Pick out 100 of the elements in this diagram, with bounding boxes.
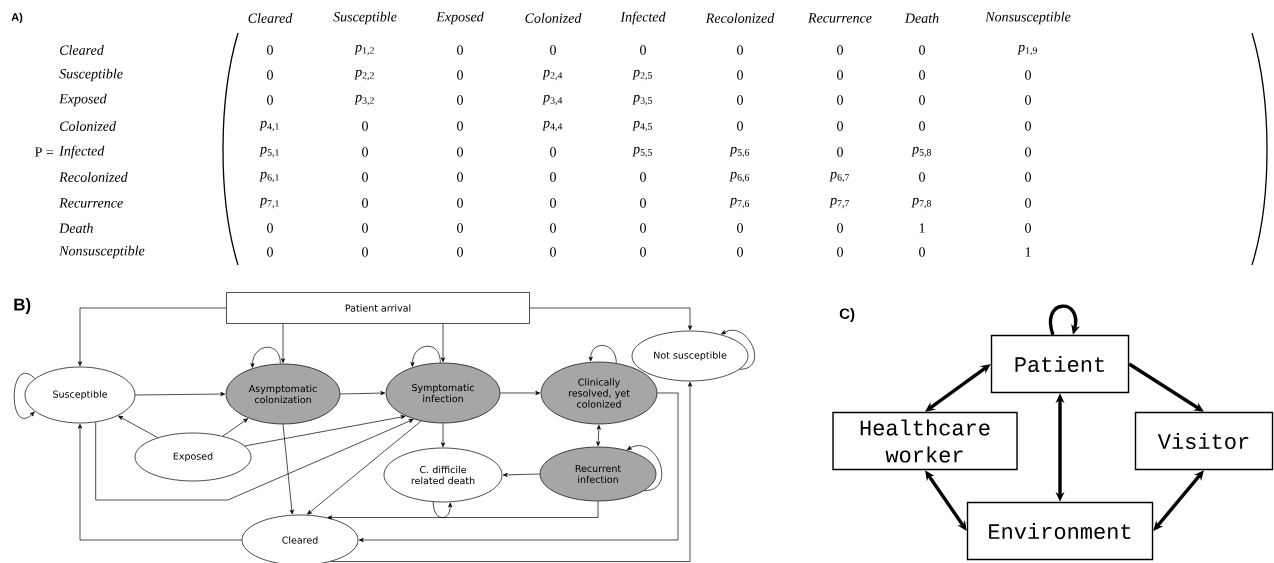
arrow: [95, 419, 414, 501]
entity-box: Environment: [966, 501, 1154, 561]
column-header: Death: [904, 13, 939, 23]
arrow: [330, 381, 693, 562]
column-header: Infected: [620, 11, 666, 25]
matrix-entry: 0: [1025, 95, 1031, 105]
row-header: Exposed: [59, 93, 107, 107]
matrix-entry: p$_{2,5}$: [632, 69, 652, 81]
loop-arrow: [1048, 304, 1081, 336]
loop-arrow: [588, 345, 617, 364]
matrix-entry: 0: [640, 223, 646, 233]
matrix-entry: 0: [550, 198, 556, 208]
matrix-name: P =: [35, 147, 54, 157]
arrow: [1128, 362, 1204, 412]
matrix-entry: 1: [919, 223, 925, 233]
matrix-entry: 0: [457, 247, 463, 257]
matrix-entry: 1: [1025, 247, 1031, 257]
matrix-entry: 0: [640, 247, 646, 257]
arrow: [77, 423, 242, 541]
matrix-entry: 0: [457, 172, 463, 182]
matrix-entry: p$_{7,7}$: [829, 197, 850, 209]
matrix-entry: 0: [837, 121, 843, 131]
row-header: Cleared: [60, 45, 104, 55]
loop-arrow: [13, 373, 36, 419]
loop-arrow: [721, 330, 755, 370]
matrix-entry: 0: [837, 223, 843, 233]
matrix-entry: p$_{4,1}$: [259, 120, 279, 132]
matrix-entry: p$_{1,9}$: [1017, 44, 1037, 56]
matrix-entry: 0: [640, 198, 646, 208]
arrow: [529, 307, 693, 331]
matrix-entry: 0: [919, 95, 925, 105]
matrix-entry: 0: [919, 45, 925, 55]
matrix-entry: p$_{7,6}$: [729, 197, 750, 209]
matrix-entry: 0: [457, 223, 463, 233]
arrow: [596, 424, 601, 447]
matrix-entry: 0: [837, 45, 843, 55]
matrix-entry: 0: [457, 45, 463, 55]
matrix-entry: p$_{6,6}$: [729, 171, 750, 183]
column-header: Cleared: [248, 13, 293, 23]
column-header: Nonsusceptible: [985, 11, 1071, 25]
matrix-entry: p$_{5,6}$: [729, 146, 750, 158]
matrix-entry: 0: [640, 45, 646, 55]
arrow: [307, 420, 422, 515]
matrix-entry: p$_{5,1}$: [259, 146, 279, 158]
arrow: [1153, 470, 1204, 531]
matrix-entry: p$_{4,4}$: [542, 120, 563, 132]
arrow: [118, 415, 159, 438]
entity-box: Healthcare worker: [832, 411, 1018, 471]
arrow: [244, 415, 406, 447]
arrow: [77, 307, 227, 367]
matrix-entry: 0: [362, 172, 368, 182]
arrow: [222, 418, 248, 437]
matrix-entry: p$_{2,2}$: [354, 69, 374, 81]
matrix-entry: 0: [1025, 223, 1031, 233]
loop-arrow: [626, 445, 663, 492]
loop-arrow: [432, 501, 453, 518]
matrix-entry: 0: [267, 45, 273, 55]
matrix-entry: 0: [737, 95, 743, 105]
matrix-entry: p$_{1,2}$: [354, 44, 374, 56]
arrival-box: Patient arrival: [226, 292, 530, 324]
matrix-entry: 0: [1025, 147, 1031, 157]
column-header: Exposed: [436, 11, 484, 25]
matrix-entry: p$_{2,4}$: [542, 69, 563, 81]
matrix-entry: 0: [267, 70, 273, 80]
panel-label: C): [839, 308, 855, 322]
arrow: [440, 423, 446, 448]
matrix-entry: p$_{3,4}$: [542, 94, 563, 106]
matrix-entry: 0: [919, 172, 925, 182]
matrix-entry: 0: [737, 70, 743, 80]
matrix-entry: 0: [737, 121, 743, 131]
matrix-entry: 0: [1025, 198, 1031, 208]
matrix-entry: p$_{7,8}$: [911, 197, 931, 209]
arrow: [135, 392, 226, 397]
column-header: Susceptible: [333, 11, 397, 25]
matrix-entry: p$_{5,5}$: [632, 146, 652, 158]
entity-box: Patient: [990, 334, 1130, 394]
matrix-entry: 0: [267, 247, 273, 257]
matrix-entry: 0: [457, 70, 463, 80]
matrix-entry: p$_{3,2}$: [354, 94, 374, 106]
column-header: Colonized: [525, 13, 582, 23]
arrow: [327, 501, 599, 520]
matrix-entry: p$_{7,1}$: [259, 197, 279, 209]
matrix-entry: 0: [737, 247, 743, 257]
matrix-entry: 0: [457, 121, 463, 131]
matrix-entry: 0: [1025, 70, 1031, 80]
matrix-entry: p$_{6,1}$: [259, 171, 279, 183]
matrix-entry: 0: [362, 121, 368, 131]
matrix-entry: 0: [550, 45, 556, 55]
matrix-entry: p$_{6,7}$: [829, 171, 850, 183]
matrix-entry: 0: [457, 95, 463, 105]
loop-arrow: [410, 345, 441, 367]
matrix-entry: 0: [267, 95, 273, 105]
column-header: Recurrence: [807, 13, 872, 23]
matrix-entry: 0: [1025, 172, 1031, 182]
matrix-entry: 0: [267, 223, 273, 233]
matrix-entry: 0: [550, 223, 556, 233]
row-header: Infected: [59, 145, 105, 159]
matrix-entry: 0: [550, 172, 556, 182]
matrix-entry: 0: [457, 198, 463, 208]
panel-label: A): [11, 12, 23, 24]
